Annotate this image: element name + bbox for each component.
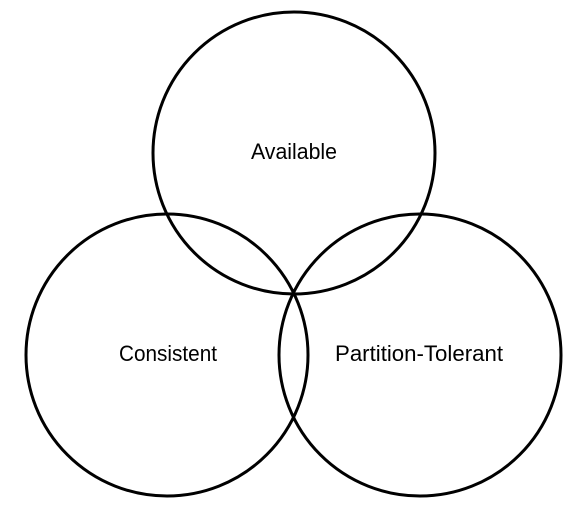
- consistent-circle: [24, 212, 310, 498]
- partition-tolerant-circle: [277, 212, 563, 498]
- partition-tolerant-label: Partition-Tolerant: [335, 341, 503, 366]
- available-label: Available: [251, 139, 337, 164]
- consistent-label: Consistent: [119, 341, 217, 366]
